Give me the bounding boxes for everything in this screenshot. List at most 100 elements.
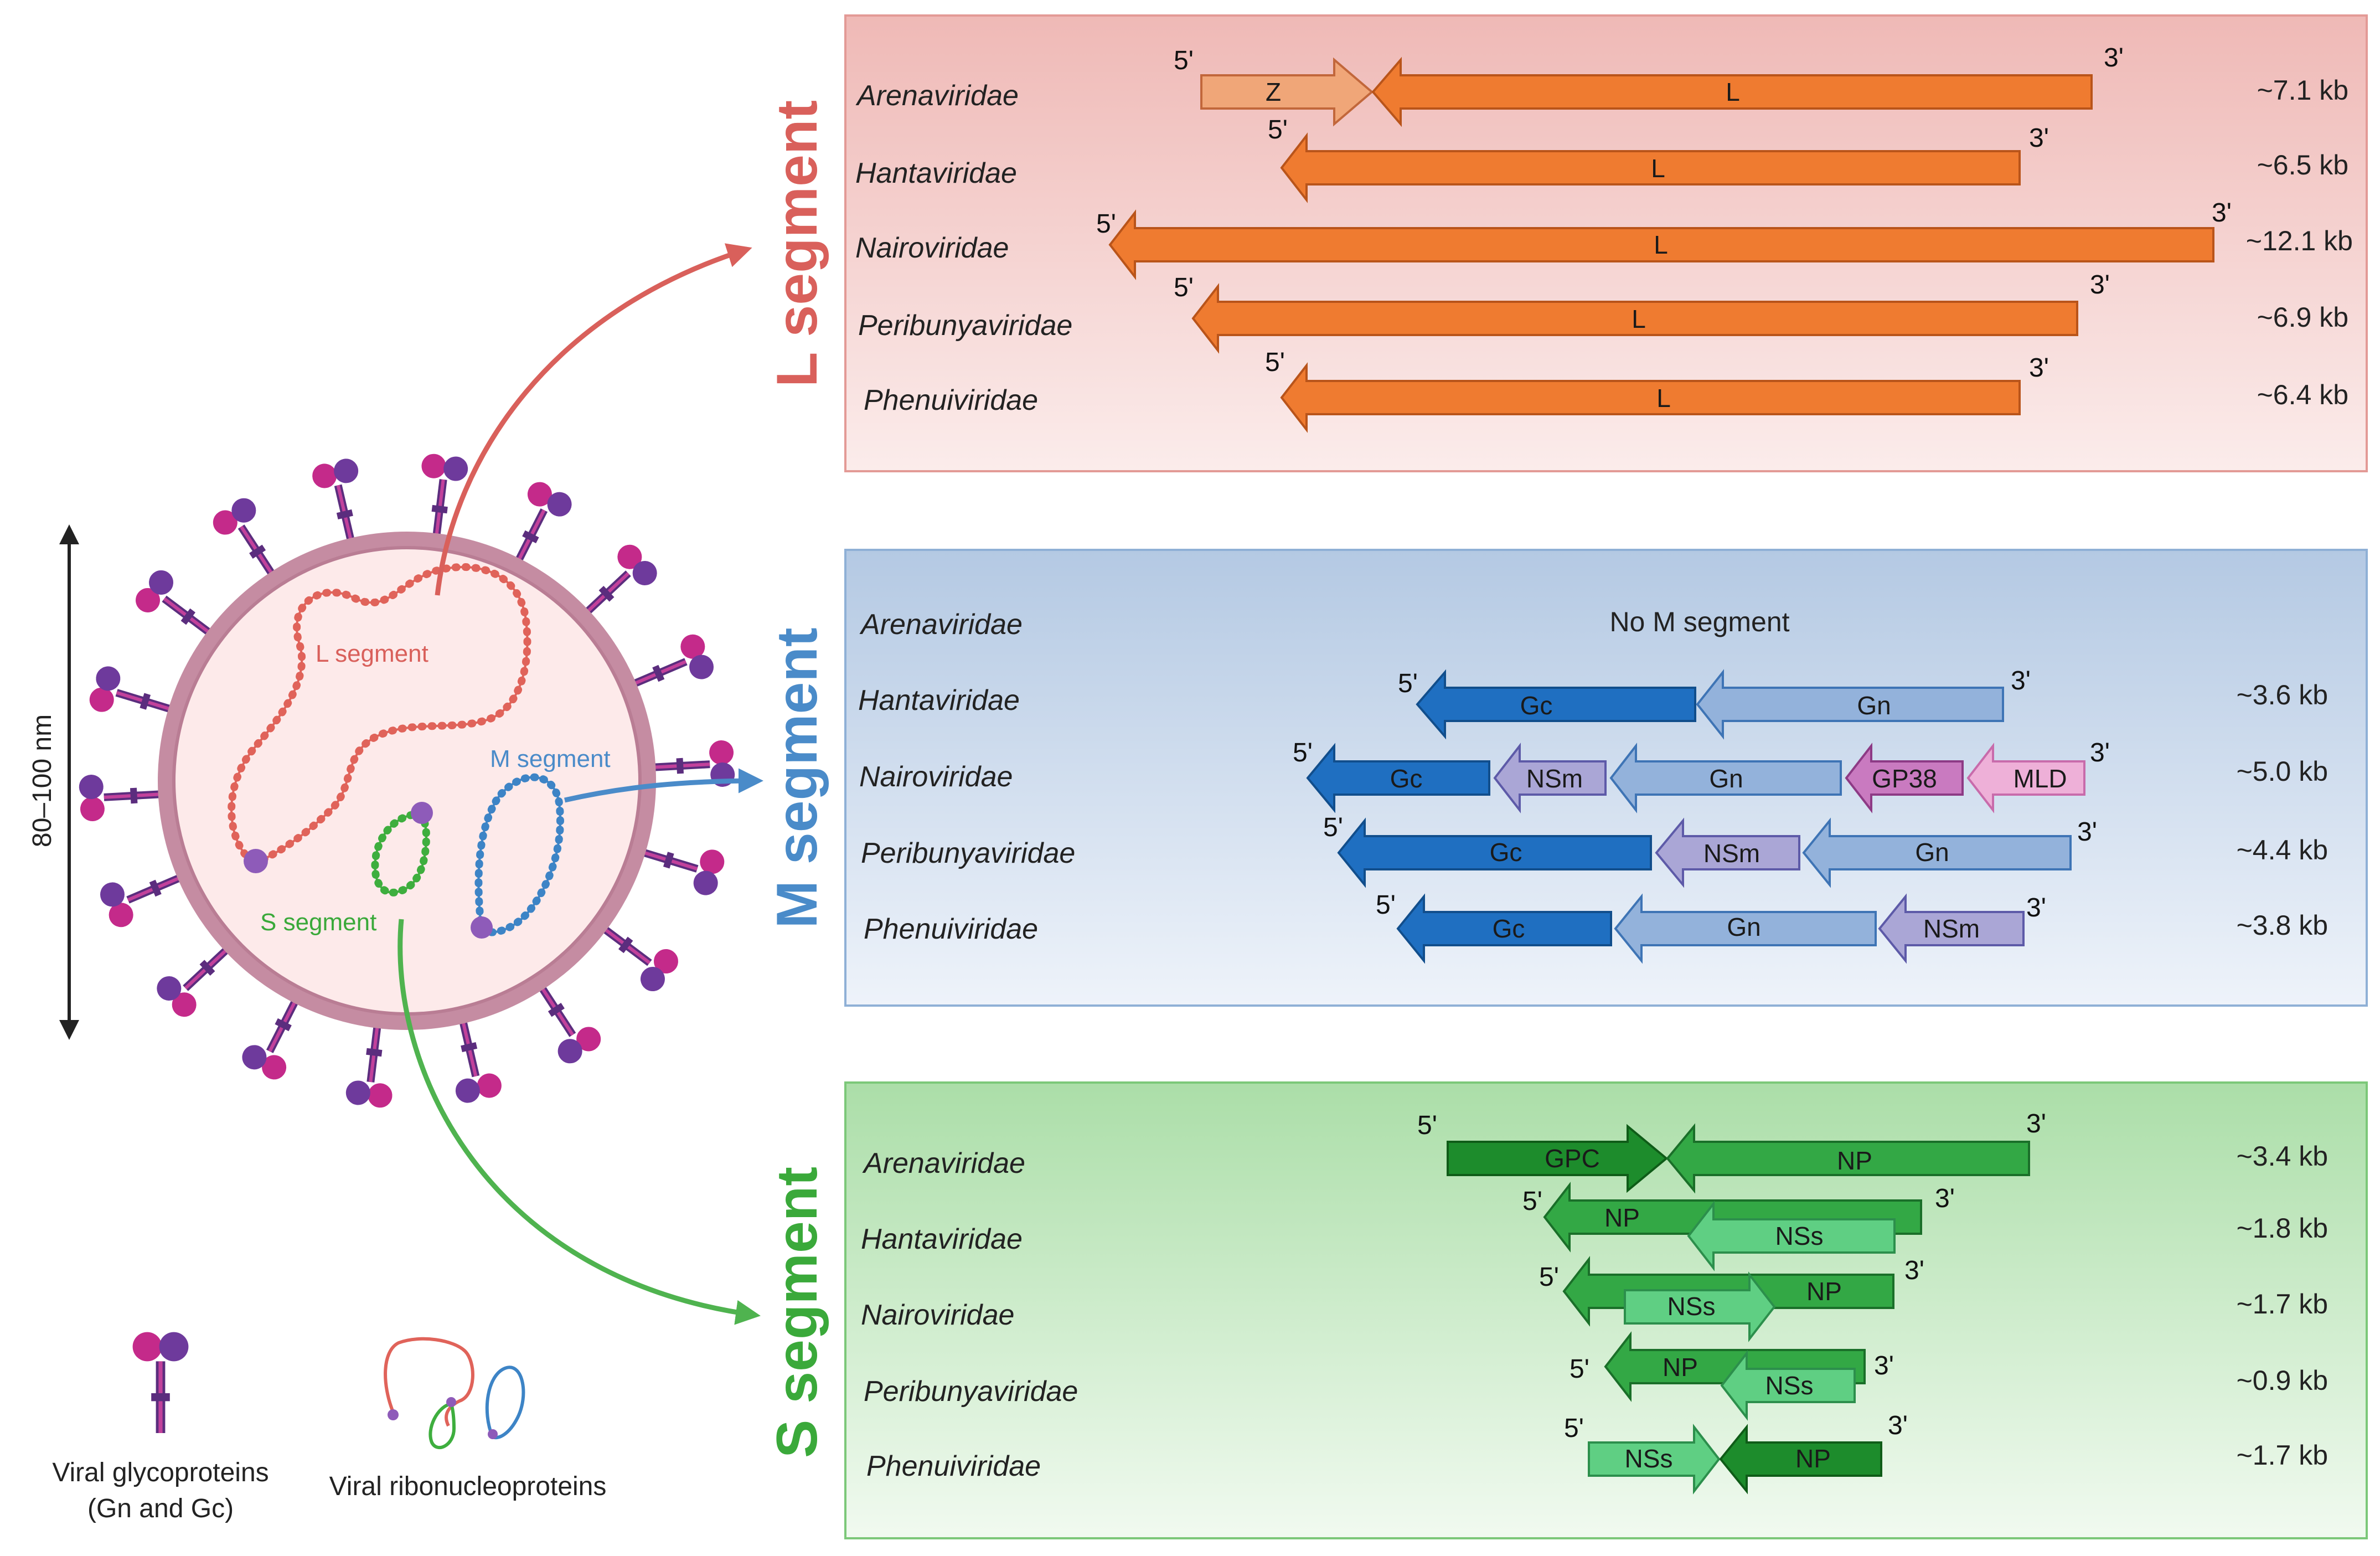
gene-label: L — [1726, 78, 1740, 106]
five-prime-label: 5' — [1323, 813, 1343, 842]
family-label: Phenuiviridae — [866, 1450, 1041, 1482]
glycoprotein-legend-label: Viral glycoproteins — [52, 1458, 269, 1487]
segment-size: ~3.8 kb — [2237, 910, 2328, 941]
five-prime-label: 5' — [1268, 115, 1288, 145]
gene-label: NP — [1663, 1353, 1698, 1382]
gene-arrow-gn — [1802, 817, 2072, 888]
gene-arrow-gp38 — [1845, 743, 1964, 813]
gene-arrow-gc — [1416, 669, 1696, 740]
s-segment-label: S segment — [260, 909, 376, 936]
gene-label: Gc — [1493, 914, 1525, 943]
gene-label: NSs — [1775, 1222, 1824, 1250]
glycoprotein-spike — [344, 1019, 401, 1109]
segment-size: ~6.5 kb — [2257, 150, 2348, 181]
segment-size: ~5.0 kb — [2237, 756, 2328, 787]
gene-label: NP — [1604, 1203, 1640, 1232]
gene-arrow-nss — [1588, 1424, 1721, 1495]
m-segment-title: M segment — [765, 627, 829, 928]
gene-label: Gn — [1915, 838, 1949, 867]
glycoprotein-spike — [439, 1012, 504, 1106]
segment-size: ~12.1 kb — [2246, 225, 2353, 256]
five-prime-label: 5' — [1174, 46, 1194, 75]
no-segment-note: No M segment — [1609, 606, 1789, 637]
family-label: Phenuiviridae — [864, 384, 1038, 416]
gene-label: Gn — [1727, 913, 1761, 941]
family-label: Peribunyaviridae — [864, 1375, 1078, 1408]
gene-arrow-np — [1719, 1424, 1882, 1495]
gene-arrow-nss — [1687, 1201, 1896, 1271]
gene-arrow-gc — [1337, 817, 1652, 888]
m-segment-connector-arrow — [564, 768, 763, 803]
s-segment-title: S segment — [765, 1167, 829, 1458]
gene-arrow-nss — [1624, 1271, 1776, 1342]
five-prime-label: 5' — [1522, 1187, 1542, 1216]
three-prime-label: 3' — [2029, 353, 2049, 383]
three-prime-label: 3' — [1888, 1411, 1908, 1440]
l-panel-rows: Arenaviridae 5' Z L 3' ~7.1 kb Hantaviri… — [855, 43, 2353, 433]
gene-label: MLD — [2013, 764, 2067, 793]
three-prime-label: 3' — [1904, 1256, 1924, 1285]
gene-label: Gc — [1390, 764, 1423, 793]
gene-arrow-l — [1108, 209, 2214, 280]
glycoprotein-spike — [78, 771, 165, 822]
five-prime-label: 5' — [1398, 669, 1418, 698]
segment-size: ~4.4 kb — [2237, 834, 2328, 865]
three-prime-label: 3' — [2011, 666, 2031, 695]
three-prime-label: 3' — [2029, 123, 2049, 153]
segment-size: ~0.9 kb — [2237, 1365, 2328, 1396]
gene-label: NSm — [1923, 914, 1980, 943]
gene-arrow-l — [1371, 56, 2093, 127]
glycoprotein-spike — [309, 456, 375, 549]
gene-label: GP38 — [1872, 764, 1937, 793]
rnp-legend-icon — [384, 1337, 525, 1450]
three-prime-label: 3' — [2090, 270, 2110, 300]
gene-arrow-gn — [1696, 669, 2004, 740]
l-segment-connector-arrow — [435, 243, 752, 596]
five-prime-label: 5' — [1174, 273, 1194, 302]
gene-label: Gn — [1857, 691, 1891, 720]
l-segment-label: L segment — [316, 640, 428, 667]
family-label: Nairoviridae — [861, 1299, 1014, 1331]
gene-label: GPC — [1545, 1144, 1600, 1173]
gene-arrow-nss — [1720, 1350, 1856, 1421]
m-panel-rows: Arenaviridae No M segment Hantaviridae 5… — [858, 606, 2328, 964]
gene-label: NP — [1806, 1277, 1842, 1306]
family-label: Nairoviridae — [855, 232, 1009, 264]
family-label: Peribunyaviridae — [861, 837, 1075, 869]
family-label: Hantaviridae — [861, 1223, 1023, 1255]
family-label: Arenaviridae — [862, 1147, 1025, 1179]
gene-label: NSs — [1625, 1444, 1673, 1473]
gene-label: L — [1651, 154, 1665, 183]
gene-label: Gc — [1520, 691, 1553, 720]
gene-arrow-gc — [1306, 743, 1490, 813]
three-prime-label: 3' — [2090, 738, 2110, 767]
segment-size: ~1.7 kb — [2237, 1289, 2328, 1320]
five-prime-label: 5' — [1265, 348, 1285, 377]
family-label: Arenaviridae — [859, 609, 1023, 641]
rnp-legend-label: Viral ribonucleoproteins — [329, 1472, 607, 1501]
five-prime-label: 5' — [1376, 890, 1396, 920]
virion-interior — [175, 549, 638, 1012]
segment-size: ~1.7 kb — [2237, 1440, 2328, 1471]
gene-label: NP — [1837, 1146, 1872, 1175]
gene-label: L — [1654, 230, 1668, 259]
s-panel-rows: Arenaviridae 5' GPC NP 3' ~3.4 kb Hantav… — [861, 1109, 2328, 1495]
gene-arrow-z — [1200, 57, 1374, 127]
gene-label: Gc — [1490, 838, 1522, 867]
segment-size: ~6.9 kb — [2257, 302, 2348, 333]
gene-arrow-gc — [1396, 893, 1612, 964]
m-segment-label: M segment — [490, 745, 611, 772]
gene-arrow-gn — [1614, 893, 1877, 964]
segment-size: ~7.1 kb — [2257, 75, 2348, 106]
gene-label: Z — [1266, 78, 1281, 106]
family-label: Hantaviridae — [855, 157, 1017, 189]
gene-label: NSm — [1526, 764, 1583, 793]
gene-label: L — [1656, 384, 1671, 413]
gene-label: NSs — [1765, 1371, 1814, 1400]
legend: Viral glycoproteins (Gn and Gc) Viral ri… — [52, 1332, 606, 1523]
family-label: Phenuiviridae — [864, 913, 1038, 945]
five-prime-label: 5' — [1417, 1111, 1437, 1140]
three-prime-label: 3' — [2077, 817, 2097, 847]
segment-size: ~3.4 kb — [2237, 1141, 2328, 1172]
